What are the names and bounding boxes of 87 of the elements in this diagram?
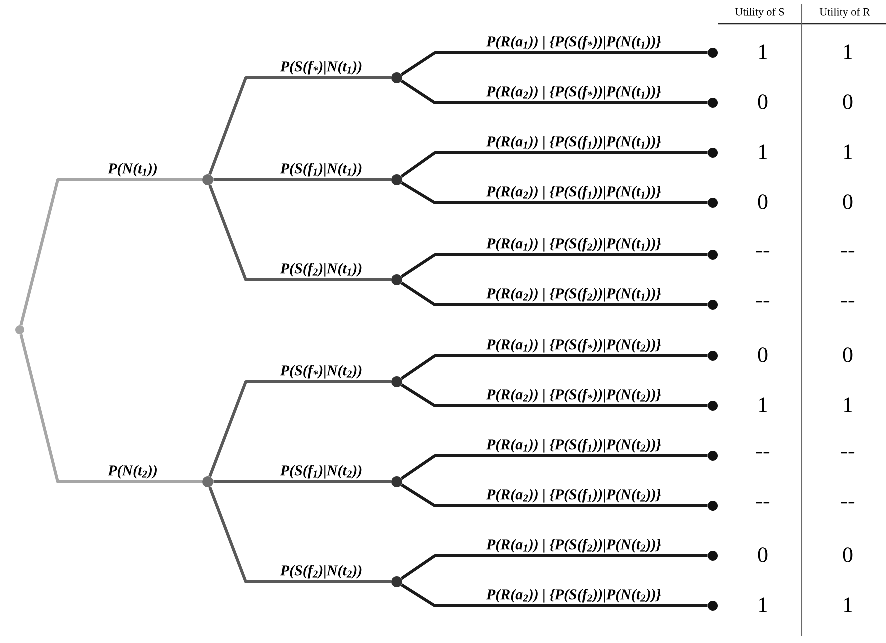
branch-line bbox=[20, 178, 202, 326]
edge-label: P(N(t$_{2}$)) bbox=[108, 465, 157, 479]
column-header: Utility of S bbox=[736, 8, 784, 18]
edge-label: P(R(a$_{2}$)) | {P(S(f$_{1}$))|P(N(t$_{2}$))} bbox=[486, 489, 662, 503]
edge-label: P(S(f$_{2}$)|N(t$_{1}$)) bbox=[280, 263, 362, 277]
end-dot bbox=[708, 351, 718, 361]
branch-line bbox=[208, 486, 392, 584]
edge-label: P(N(t$_{1}$)) bbox=[108, 163, 157, 177]
utility-value: 1 bbox=[844, 398, 852, 412]
branch-line bbox=[214, 480, 392, 484]
branch-line bbox=[401, 484, 708, 508]
edge-label: P(R(a$_{2}$)) | {P(S(f$_{2}$))|P(N(t$_{1}$))} bbox=[486, 288, 662, 302]
edge-label: P(R(a$_{2}$)) | {P(S(f$_{*}$))|P(N(t$_{1}$))} bbox=[486, 86, 662, 100]
branch-line bbox=[20, 334, 202, 484]
utility-value: -- bbox=[842, 301, 855, 303]
branch-dot bbox=[392, 174, 402, 186]
end-dot bbox=[708, 551, 718, 561]
branch-line bbox=[400, 454, 708, 480]
utility-value: -- bbox=[756, 251, 770, 253]
utility-value: 0 bbox=[843, 348, 853, 362]
branch-dot bbox=[392, 576, 402, 588]
branch-dot bbox=[392, 476, 402, 488]
end-dot bbox=[708, 98, 718, 108]
branch-line bbox=[400, 254, 708, 278]
edge-label: P(R(a$_{1}$)) | {P(S(f$_{2}$))|P(N(t$_{2}$))} bbox=[486, 539, 662, 553]
end-dot bbox=[708, 601, 718, 611]
edge-label: P(R(a$_{1}$)) | {P(S(f$_{*}$))|P(N(t$_{1}$))} bbox=[486, 36, 662, 50]
utility-value: 1 bbox=[759, 144, 768, 160]
branch-dot bbox=[392, 376, 402, 388]
branch-dot bbox=[392, 274, 402, 286]
end-dot bbox=[708, 451, 718, 461]
branch-dot bbox=[392, 72, 402, 84]
utility-value: -- bbox=[756, 452, 770, 454]
branch-line bbox=[400, 80, 708, 104]
edge-label: P(S(f$_{1}$)|N(t$_{2}$)) bbox=[280, 465, 362, 479]
edge-label: P(R(a$_{1}$)) | {P(S(f$_{2}$))|P(N(t$_{1}$))} bbox=[486, 238, 662, 252]
branch-line bbox=[401, 182, 708, 204]
end-dot bbox=[708, 250, 718, 260]
branch-line bbox=[400, 52, 708, 76]
utility-value: 0 bbox=[758, 348, 768, 362]
branch-line bbox=[208, 380, 392, 478]
branch-dot bbox=[16, 326, 24, 334]
utility-value: 0 bbox=[843, 548, 853, 562]
end-dot bbox=[708, 401, 718, 411]
edge-label: P(S(f$_{2}$)|N(t$_{2}$)) bbox=[280, 565, 362, 579]
branch-line bbox=[401, 584, 708, 608]
edge-label: P(R(a$_{2}$)) | {P(S(f$_{2}$))|P(N(t$_{2}$))} bbox=[486, 589, 662, 603]
utility-value: -- bbox=[756, 301, 770, 303]
branch-dot bbox=[202, 476, 214, 488]
edge-label: P(R(a$_{1}$)) | {P(S(f$_{1}$))|P(N(t$_{2}$))} bbox=[486, 439, 662, 453]
utility-value: 0 bbox=[758, 548, 768, 562]
utility-value: 1 bbox=[844, 44, 852, 60]
branch-line bbox=[208, 76, 392, 176]
utility-value: -- bbox=[842, 251, 855, 253]
edge-label: P(R(a$_{2}$)) | {P(S(f$_{1}$))|P(N(t$_{1}$))} bbox=[486, 186, 662, 200]
end-dot bbox=[708, 48, 718, 58]
edge-label: P(R(a$_{1}$)) | {P(S(f$_{1}$))|P(N(t$_{1}$))} bbox=[486, 136, 662, 150]
utility-value: 0 bbox=[758, 94, 768, 110]
branch-dot bbox=[202, 174, 214, 186]
end-dot bbox=[708, 148, 718, 158]
branch-line bbox=[208, 184, 392, 282]
utility-value: 1 bbox=[844, 598, 852, 612]
utility-value: 0 bbox=[843, 194, 853, 210]
end-dot bbox=[708, 300, 718, 310]
end-dot bbox=[708, 198, 718, 208]
edge-label: P(S(f$_{*}$)|N(t$_{1}$)) bbox=[280, 61, 362, 75]
utility-value: -- bbox=[842, 452, 855, 454]
utility-value: 1 bbox=[759, 398, 768, 412]
utility-value: 0 bbox=[758, 194, 768, 210]
branch-line bbox=[400, 354, 708, 380]
utility-value: -- bbox=[842, 502, 855, 504]
utility-value: 1 bbox=[759, 44, 768, 60]
utility-value: -- bbox=[756, 502, 770, 504]
edge-label: P(S(f$_{*}$)|N(t$_{2}$)) bbox=[280, 365, 362, 379]
column-header: Utility of R bbox=[820, 8, 870, 18]
utility-value: 0 bbox=[843, 94, 853, 110]
edge-label: P(R(a$_{1}$)) | {P(S(f$_{*}$))|P(N(t$_{2}$))} bbox=[486, 339, 662, 353]
end-dot bbox=[708, 501, 718, 511]
branch-line bbox=[400, 282, 708, 306]
utility-value: 1 bbox=[844, 144, 852, 160]
branch-line bbox=[400, 152, 708, 178]
branch-line bbox=[401, 384, 708, 408]
branch-line bbox=[214, 178, 392, 182]
utility-value: 1 bbox=[759, 598, 768, 612]
branch-line bbox=[400, 554, 708, 580]
edge-label: P(R(a$_{2}$)) | {P(S(f$_{*}$))|P(N(t$_{2}$))} bbox=[486, 389, 662, 403]
edge-label: P(S(f$_{1}$)|N(t$_{1}$)) bbox=[280, 163, 362, 177]
